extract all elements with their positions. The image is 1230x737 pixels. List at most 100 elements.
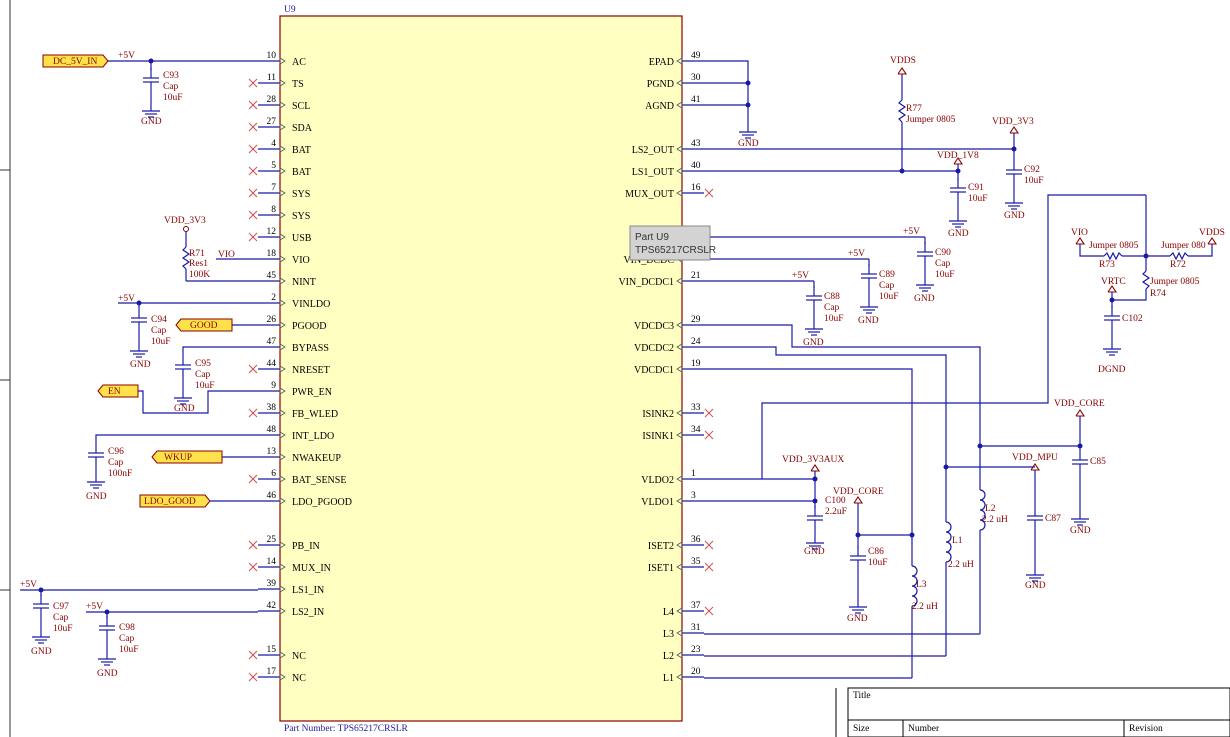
port-good[interactable]: GOOD bbox=[175, 318, 233, 332]
net-vdds-right: VDDS bbox=[1199, 228, 1225, 238]
pin-name: PWR_EN bbox=[292, 387, 332, 398]
gnd-epad: GND bbox=[738, 139, 759, 149]
c102-ref: C102 bbox=[1122, 314, 1143, 324]
inductor-l1[interactable]: L1 2.2 uH bbox=[945, 521, 974, 656]
c96-type: Cap bbox=[108, 458, 124, 468]
pin-number: 20 bbox=[691, 667, 701, 677]
port-wkup[interactable]: WKUP bbox=[151, 450, 223, 464]
c96-gnd: GND bbox=[86, 492, 107, 502]
net-vdd3v3-right: VDD_3V3 bbox=[992, 117, 1034, 127]
c98-ref: C98 bbox=[119, 623, 135, 633]
pin-number: 27 bbox=[267, 117, 277, 127]
pin-number: 26 bbox=[267, 315, 277, 325]
number-label: Number bbox=[908, 724, 940, 734]
c92-ref: C92 bbox=[1024, 165, 1040, 175]
c89-gnd: GND bbox=[858, 316, 879, 326]
inductor-l3[interactable]: L3 2.2 uH bbox=[911, 565, 938, 678]
c95-val: 10uF bbox=[195, 381, 215, 391]
pin-name: ISINK2 bbox=[642, 409, 674, 420]
svg-text:DC_5V_IN: DC_5V_IN bbox=[53, 57, 97, 67]
pin-number: 8 bbox=[271, 205, 276, 215]
pin-number: 29 bbox=[691, 315, 701, 325]
c93-type: Cap bbox=[163, 82, 179, 92]
ic-designator: U9 bbox=[284, 5, 296, 15]
ic-u9-body[interactable] bbox=[279, 15, 683, 722]
pin-number: 12 bbox=[267, 227, 277, 237]
port-en[interactable]: EN bbox=[97, 384, 139, 398]
net-5v-c90: +5V bbox=[903, 227, 920, 237]
left-pins: 10AC11TS28SCL27SDA4BAT5BAT7SYS8SYS12USB1… bbox=[248, 51, 352, 684]
pin-name: PB_IN bbox=[292, 541, 320, 552]
c93-val: 10uF bbox=[163, 93, 183, 103]
c88-type: Cap bbox=[824, 303, 840, 313]
pin-name: SCL bbox=[292, 101, 310, 112]
svg-text:TPS65217CRSLR: TPS65217CRSLR bbox=[635, 245, 716, 256]
pin-name: VDCDC1 bbox=[634, 365, 674, 376]
pin-name: BAT bbox=[292, 145, 311, 156]
pin-number: 49 bbox=[691, 51, 701, 61]
r71-type: Res1 bbox=[189, 259, 208, 269]
c90-type: Cap bbox=[935, 259, 951, 269]
c93-ref: C93 bbox=[163, 71, 179, 81]
c87-ref: C87 bbox=[1045, 514, 1061, 524]
pin-number: 10 bbox=[267, 51, 277, 61]
title-block: Title Size Number Revision bbox=[835, 687, 1230, 737]
inductor-l2[interactable]: L2 2.2 uH bbox=[979, 489, 1008, 634]
net-5v-ls2: +5V bbox=[86, 602, 103, 612]
port-ldo-good[interactable]: LDO_GOOD bbox=[139, 494, 211, 508]
net-vio-right: VIO bbox=[1071, 228, 1088, 238]
pin-name: SYS bbox=[292, 189, 310, 200]
pin-number: 44 bbox=[267, 359, 277, 369]
c98-type: Cap bbox=[119, 634, 135, 644]
port-dc-5v-in[interactable]: DC_5V_IN bbox=[42, 54, 109, 68]
